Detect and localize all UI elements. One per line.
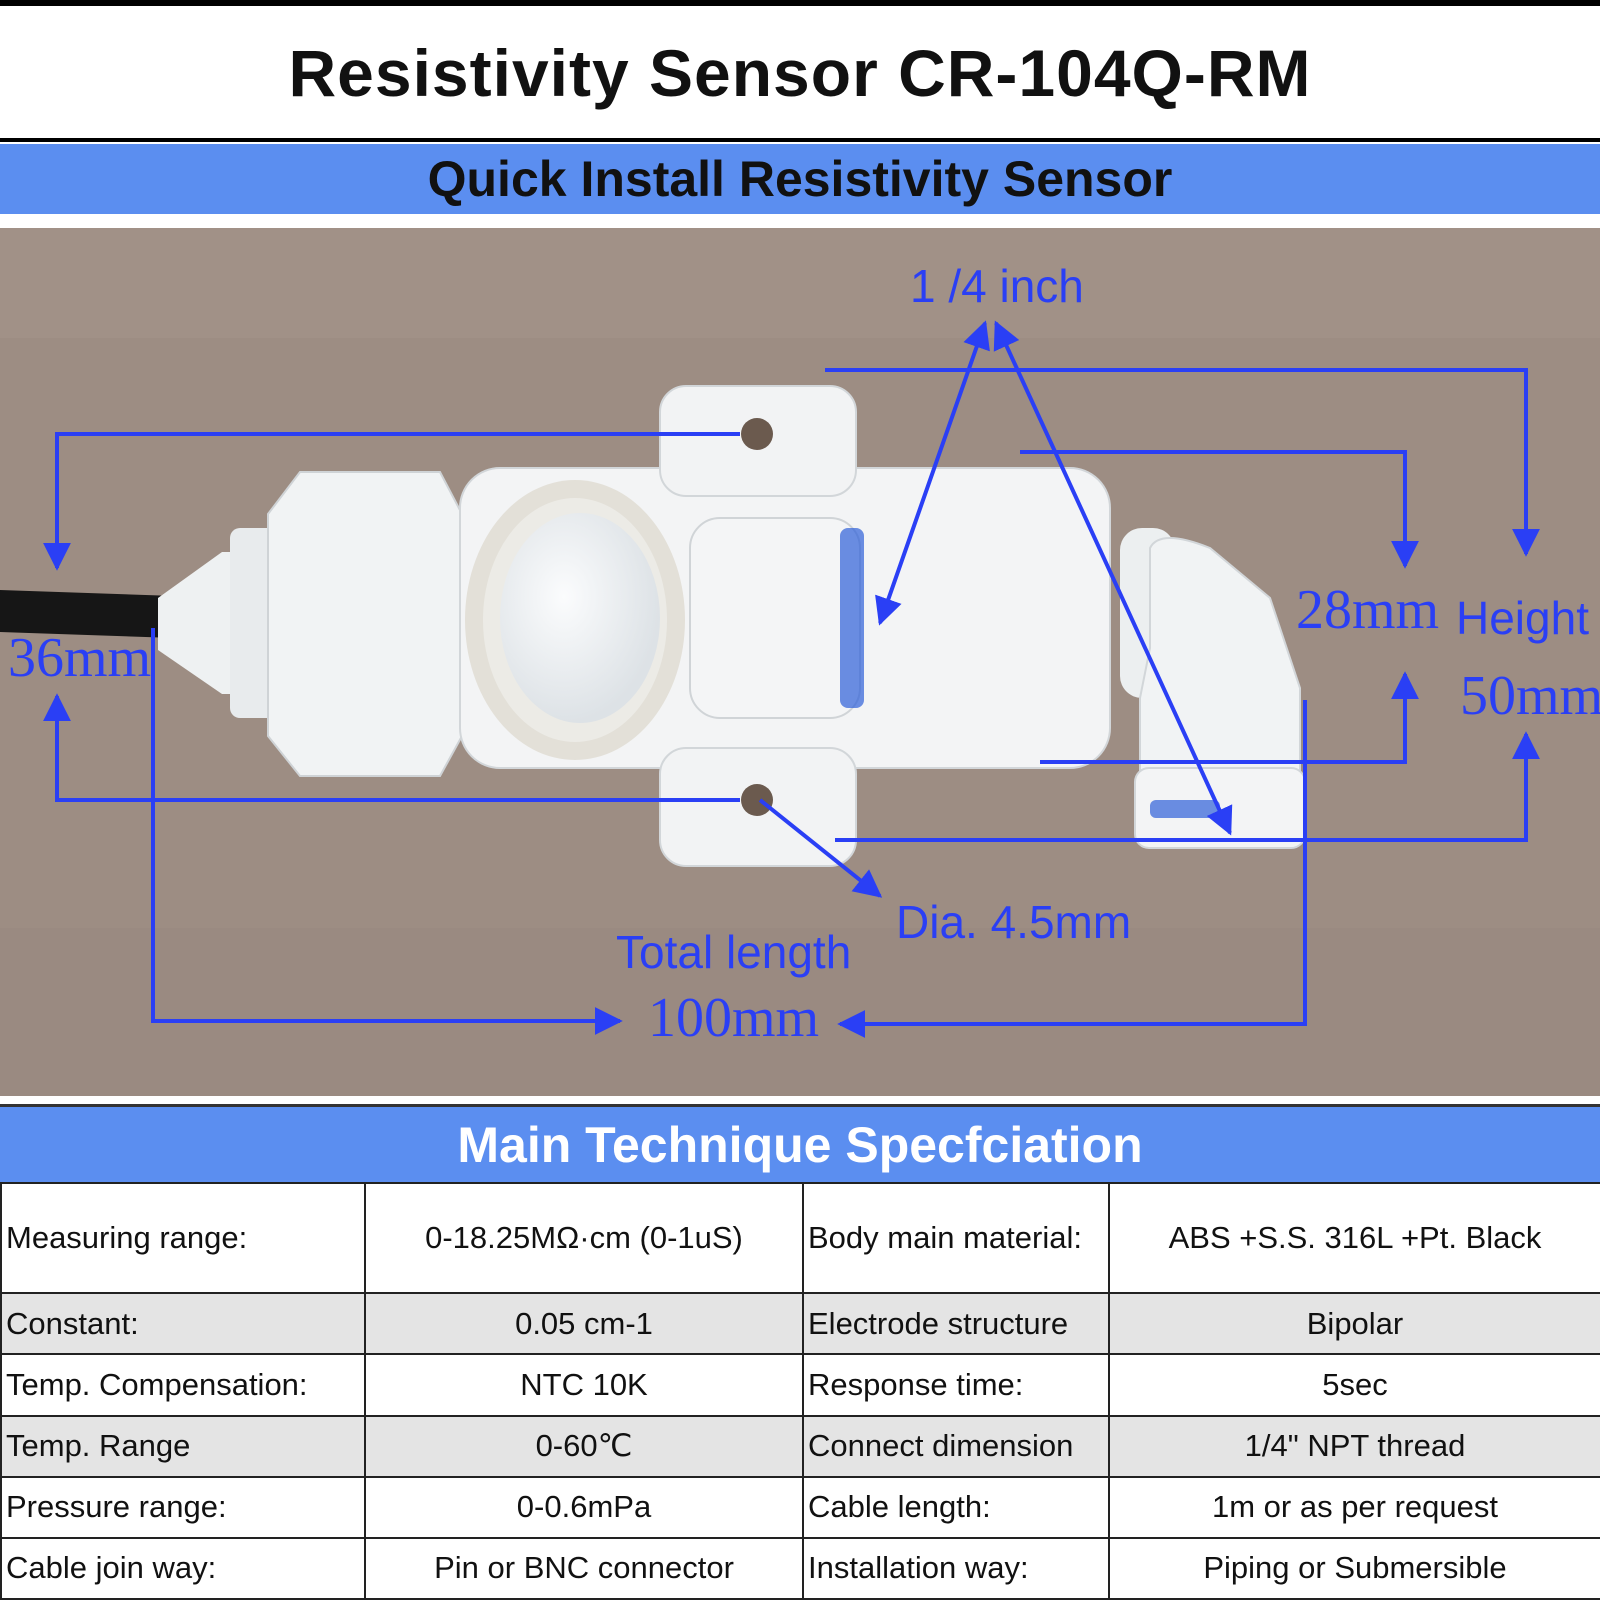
table-row: Temp. Range 0-60℃ Connect dimension 1/4"… bbox=[0, 1414, 1600, 1478]
spec-header: Main Technique Specfciation bbox=[0, 1104, 1600, 1183]
spec-label: Temp. Compensation: bbox=[0, 1353, 366, 1417]
table-row: Temp. Compensation: NTC 10K Response tim… bbox=[0, 1353, 1600, 1417]
spec-label: Temp. Range bbox=[0, 1414, 366, 1478]
dim-hole-label: Dia. 4.5mm bbox=[896, 896, 1131, 948]
dim-inlet-label: 1 /4 inch bbox=[910, 260, 1084, 312]
spec-value: NTC 10K bbox=[364, 1353, 804, 1417]
dim-total-label: Total length bbox=[616, 926, 851, 978]
page-title: Resistivity Sensor CR-104Q-RM bbox=[288, 36, 1312, 110]
spec-label: Electrode structure bbox=[802, 1292, 1110, 1356]
spec-value: 5sec bbox=[1108, 1353, 1600, 1417]
title-divider bbox=[0, 138, 1600, 142]
spec-label: Measuring range: bbox=[0, 1181, 366, 1295]
spec-value: 0-0.6mPa bbox=[364, 1475, 804, 1539]
spec-value: 0-18.25MΩ·cm (0-1uS) bbox=[364, 1181, 804, 1295]
spec-value: Pin or BNC connector bbox=[364, 1536, 804, 1600]
dim-36mm-label: 36mm bbox=[8, 627, 151, 689]
spec-label: Cable length: bbox=[802, 1475, 1110, 1539]
spec-value: 0.05 cm-1 bbox=[364, 1292, 804, 1356]
spec-value: 0-60℃ bbox=[364, 1414, 804, 1478]
spec-label: Response time: bbox=[802, 1353, 1110, 1417]
top-border bbox=[0, 0, 1600, 6]
spec-label: Constant: bbox=[0, 1292, 366, 1356]
dim-28mm-label: 28mm bbox=[1296, 579, 1439, 641]
dim-total-value: 100mm bbox=[648, 987, 819, 1049]
table-row: Measuring range: 0-18.25MΩ·cm (0-1uS) Bo… bbox=[0, 1181, 1600, 1295]
spec-table: Measuring range: 0-18.25MΩ·cm (0-1uS) Bo… bbox=[0, 1181, 1600, 1600]
spec-label: Installation way: bbox=[802, 1536, 1110, 1600]
subtitle-banner: Quick Install Resistivity Sensor bbox=[0, 144, 1600, 214]
table-row: Cable join way: Pin or BNC connector Ins… bbox=[0, 1536, 1600, 1600]
spec-value: 1m or as per request bbox=[1108, 1475, 1600, 1539]
spec-label: Pressure range: bbox=[0, 1475, 366, 1539]
spec-value: ABS +S.S. 316L +Pt. Black bbox=[1108, 1181, 1600, 1295]
table-row: Constant: 0.05 cm-1 Electrode structure … bbox=[0, 1292, 1600, 1356]
spec-label: Connect dimension bbox=[802, 1414, 1110, 1478]
spec-label: Cable join way: bbox=[0, 1536, 366, 1600]
spec-label: Body main material: bbox=[802, 1181, 1110, 1295]
spec-value: Piping or Submersible bbox=[1108, 1536, 1600, 1600]
dim-height-value: 50mm bbox=[1460, 665, 1600, 727]
spec-value: 1/4" NPT thread bbox=[1108, 1414, 1600, 1478]
product-photo: 1 /4 inch 36mm 28mm Height 50mm Dia. 4.5… bbox=[0, 228, 1600, 1096]
dimension-lines bbox=[43, 320, 1540, 1038]
dim-height-label: Height bbox=[1456, 592, 1589, 644]
spec-value: Bipolar bbox=[1108, 1292, 1600, 1356]
table-row: Pressure range: 0-0.6mPa Cable length: 1… bbox=[0, 1475, 1600, 1539]
